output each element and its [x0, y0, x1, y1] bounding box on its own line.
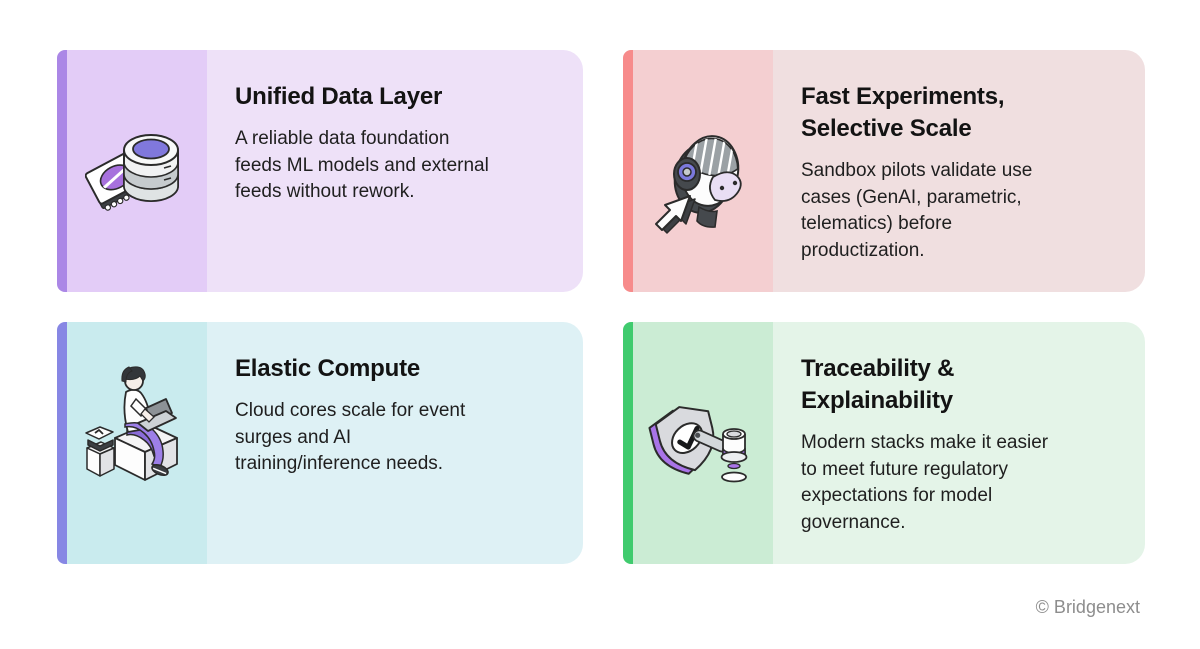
card-icon-panel: [633, 50, 773, 292]
card-icon-panel: [67, 322, 207, 564]
card-icon-panel: [633, 322, 773, 564]
card-title: Unified Data Layer: [235, 83, 443, 110]
card-content: Unified Data Layer A reliable data found…: [207, 50, 583, 292]
card-content: Elastic Compute Cloud cores scale for ev…: [207, 322, 583, 564]
card-content: Traceability & Explainability Modern sta…: [773, 322, 1145, 564]
card-content: Fast Experiments, Selective Scale Sandbo…: [773, 50, 1145, 292]
card-title: Elastic Compute: [235, 355, 421, 382]
card-title: Traceability & Explainability: [801, 355, 955, 414]
card-description: A reliable data foundation feeds ML mode…: [235, 128, 489, 202]
card-accent-bar: [623, 50, 633, 292]
card-description: Sandbox pilots validate use cases (GenAI…: [801, 160, 1033, 261]
card-accent-bar: [57, 322, 67, 564]
card-title: Fast Experiments, Selective Scale: [801, 83, 1005, 142]
robot-head-cursor-icon: [655, 134, 742, 234]
card-fast-experiments: Fast Experiments, Selective Scale Sandbo…: [623, 50, 1145, 292]
card-unified-data-layer: Unified Data Layer A reliable data found…: [57, 50, 583, 292]
card-elastic-compute: Elastic Compute Cloud cores scale for ev…: [57, 322, 583, 564]
card-description: Cloud cores scale for event surges and A…: [235, 400, 466, 474]
person-laptop-icon: [85, 366, 178, 481]
card-icon-panel: [67, 50, 207, 292]
chip-database-icon: [85, 134, 179, 211]
card-traceability: Traceability & Explainability Modern sta…: [623, 322, 1145, 564]
card-accent-bar: [57, 50, 67, 292]
card-description: Modern stacks make it easier to meet fut…: [801, 432, 1049, 533]
copyright-text: © Bridgenext: [1035, 597, 1140, 617]
shield-gavel-icon: [648, 406, 748, 483]
card-accent-bar: [623, 322, 633, 564]
